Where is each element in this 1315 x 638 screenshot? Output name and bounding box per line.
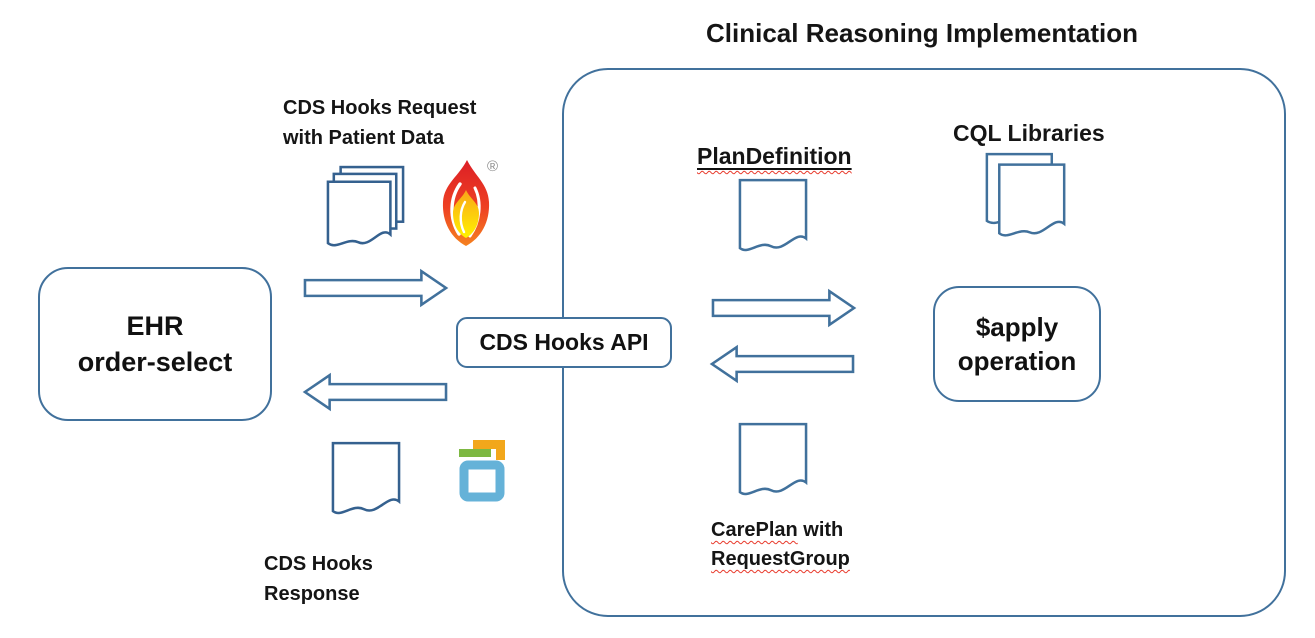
ehr-node-line2: order-select	[77, 347, 233, 377]
cds-hooks-response-label: CDS Hooks Response	[264, 553, 373, 605]
apply-operation-line2: operation	[957, 346, 1077, 376]
cql-libraries-label: CQL Libraries	[953, 120, 1105, 146]
apply-operation-line1: $apply	[975, 312, 1059, 342]
registered-trademark: ®	[487, 158, 499, 175]
cds-hooks-api-label: CDS Hooks API	[479, 329, 649, 355]
page-title: Clinical Reasoning Implementation	[706, 18, 1138, 48]
document-stack-icon	[326, 165, 405, 247]
ehr-order-select-node: EHR order-select	[38, 267, 272, 421]
cds-hooks-request-label-line1: CDS Hooks Request	[283, 97, 477, 119]
cds-hooks-api-node: CDS Hooks API	[456, 317, 672, 368]
arrow-left-careplan	[709, 344, 855, 384]
arrow-right-apply	[711, 288, 857, 328]
document-icon	[738, 422, 808, 496]
arrow-left-response	[302, 372, 448, 412]
logo-green-bar	[459, 449, 491, 457]
logo-blue-frame	[459, 460, 505, 502]
logo-orange-bracket	[473, 440, 505, 460]
flame-inner	[453, 190, 479, 238]
arrow-right-request	[303, 268, 449, 308]
apply-operation-node: $apply operation	[933, 286, 1101, 402]
cds-hooks-request-label-line2: with Patient Data	[283, 127, 445, 149]
plandefinition-label: PlanDefinition	[697, 141, 852, 171]
ehr-node-line1: EHR	[126, 311, 184, 341]
document-icon	[738, 178, 808, 252]
fhir-flame-icon	[442, 160, 490, 246]
document-stack-icon	[985, 152, 1066, 237]
document-icon	[331, 441, 401, 515]
careplan-label-line1: CarePlan with	[711, 519, 844, 541]
careplan-requestgroup-label: CarePlan with RequestGroup	[711, 516, 850, 574]
cds-hooks-logo-icon	[459, 440, 505, 502]
careplan-label-line2: RequestGroup	[711, 548, 850, 570]
cds-hooks-request-label: CDS Hooks Request with Patient Data	[283, 93, 476, 153]
plandefinition-text: PlanDefinition	[697, 143, 852, 169]
